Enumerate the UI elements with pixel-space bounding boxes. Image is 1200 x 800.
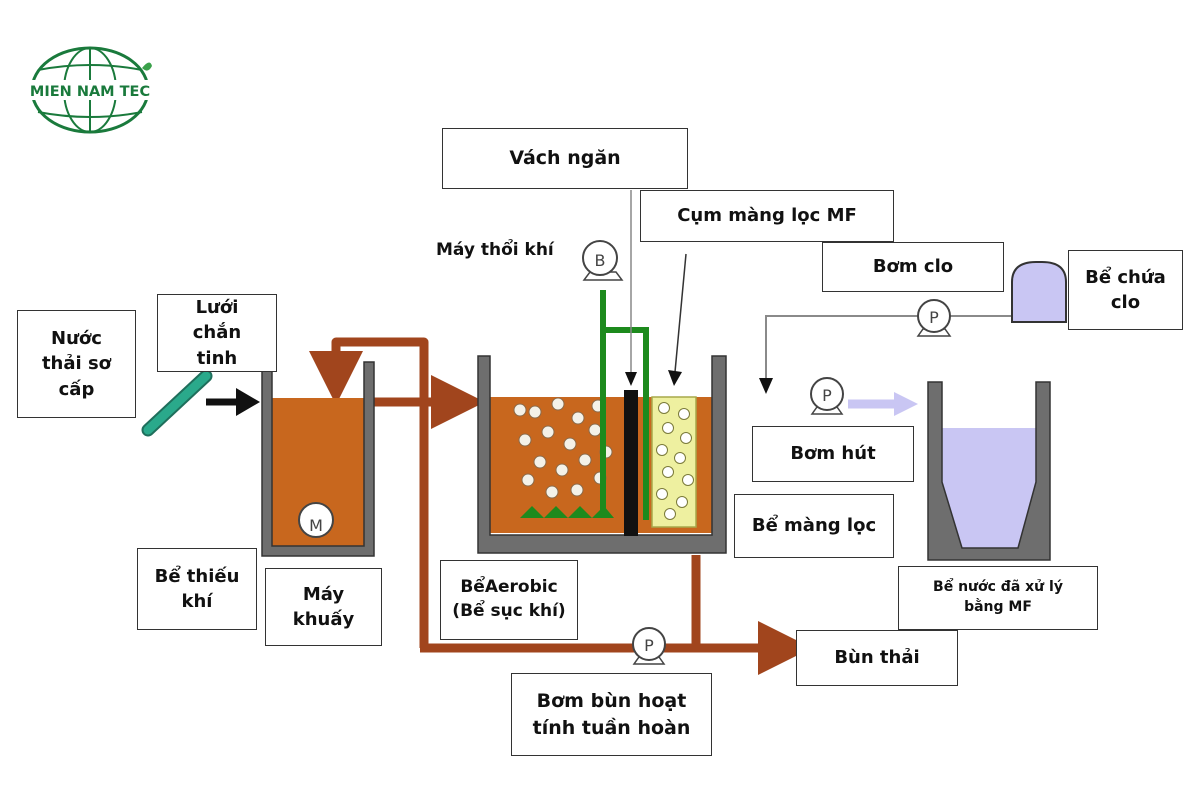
label-bom-bun: Bơm bùn hoạt tính tuần hoàn [511,673,712,756]
anoxic-tank: M [261,361,375,557]
label-be-nuoc-xu-ly: Bể nước đã xử lý bằng MF [898,566,1098,630]
blower-icon: B [582,240,624,281]
mixer-icon [298,502,334,538]
sludge-pipes [309,337,812,675]
membrane-pointer-head [668,370,682,386]
membrane-bubbles [656,402,694,520]
logo-text: MIEN NAM TEC [30,84,150,100]
label-nuoc-thai: Nước thải sơ cấp [17,310,136,418]
treated-water-tank [927,381,1051,561]
air-bubbles [513,397,613,499]
inflow-arrow [206,388,260,416]
label-cum-mang-loc: Cụm màng lọc MF [640,190,894,242]
partition-pointer-head [625,372,637,386]
label-bun-thai: Bùn thải [796,630,958,686]
suction-pump-letter: P [822,386,832,405]
label-be-chua-clo: Bể chứa clo [1068,250,1183,330]
suction-arrow [848,392,918,416]
label-be-thieu-khi: Bể thiếu khí [137,548,257,630]
label-bom-hut: Bơm hút [752,426,914,482]
partition-wall [624,390,638,536]
chlorine-tank-icon [1011,261,1067,323]
air-pipes [600,290,649,520]
label-may-thoi-khi: Máy thổi khí [436,240,554,260]
label-luoi-chan-tinh: Lưới chắn tinh [157,294,277,372]
sludge-pump-letter: P [644,636,654,655]
label-be-aerobic: BểAerobic (Bể sục khí) [440,560,578,640]
screen-bar-inner [143,371,211,435]
label-bom-clo: Bơm clo [822,242,1004,292]
suction-pump-icon: P [810,377,844,415]
sludge-pump-icon: P [632,627,666,665]
label-may-khuay: Máy khuấy [265,568,382,646]
chlorine-pump-letter: P [929,308,939,327]
label-vach-ngan: Vách ngăn [442,128,688,189]
company-logo: MIEN NAM TEC [30,46,152,134]
label-be-mang-loc: Bể màng lọc [734,494,894,558]
blower-letter: B [595,251,606,270]
chlorine-pump-icon: P [916,299,952,337]
membrane-pointer [674,253,687,373]
chlorine-arrow-head [759,378,773,394]
chlorine-line [765,315,1012,380]
mixer-letter: M [309,516,323,535]
